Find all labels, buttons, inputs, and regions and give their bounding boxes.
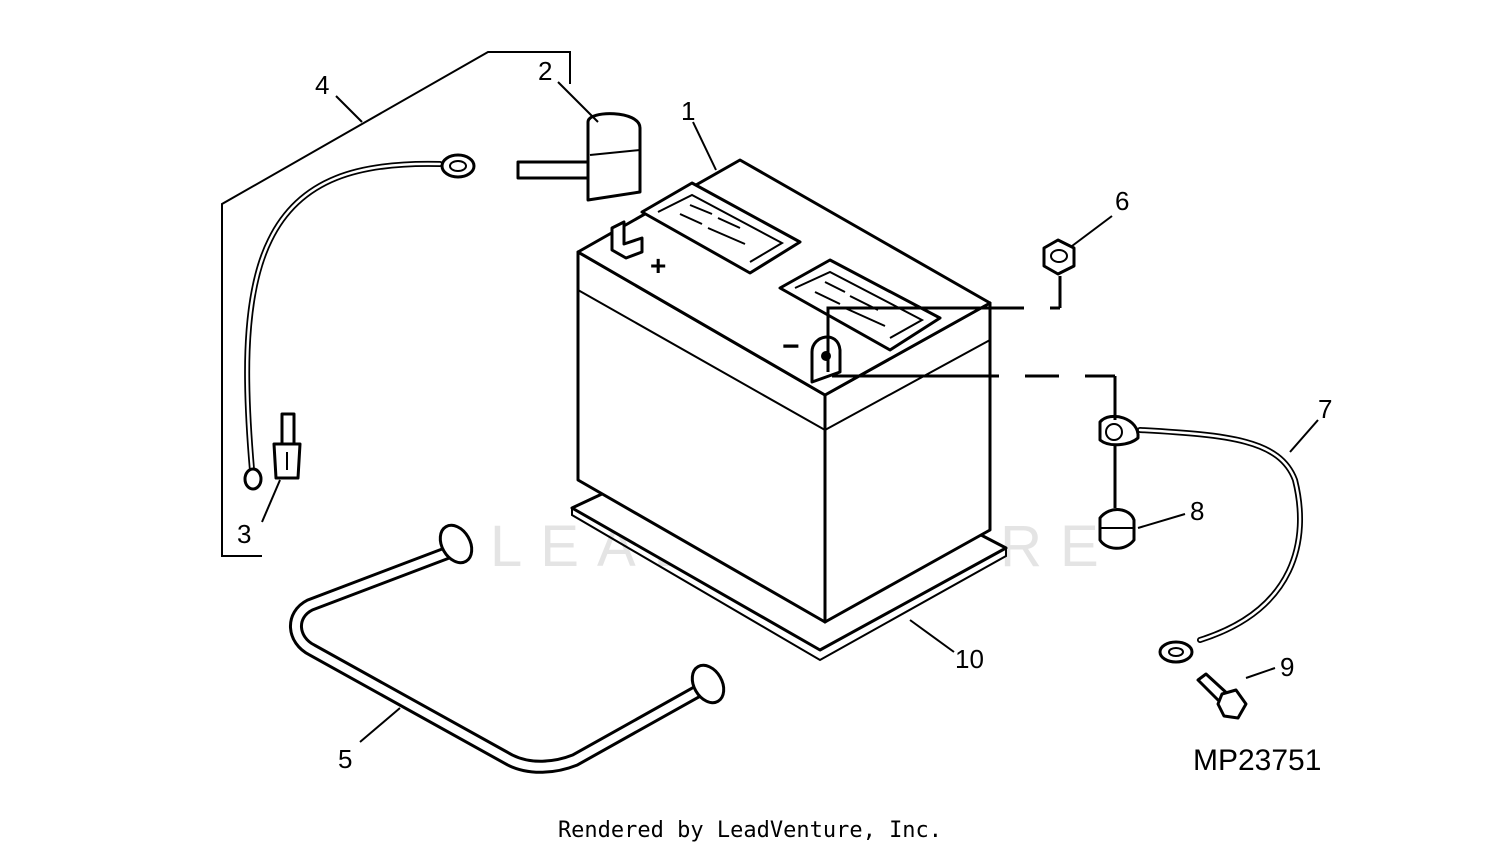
hold-down-rod xyxy=(289,523,726,774)
callout-2: 2 xyxy=(538,56,552,86)
hex-nut xyxy=(1042,238,1076,276)
bolt-9 xyxy=(1196,672,1248,720)
callout-10: 10 xyxy=(955,644,984,674)
positive-ring-terminal xyxy=(440,153,476,179)
positive-mark: + xyxy=(650,250,666,281)
terminal-cover xyxy=(516,112,642,202)
negative-mark: − xyxy=(782,330,800,363)
group-bracket-4 xyxy=(221,51,571,557)
callout-6: 6 xyxy=(1115,186,1129,216)
battery-cap-left xyxy=(640,181,802,275)
callout-5: 5 xyxy=(338,744,352,774)
callout-3: 3 xyxy=(237,519,251,549)
figure-id: MP23751 xyxy=(1193,744,1321,777)
leader-lines xyxy=(261,81,1319,743)
callout-7: 7 xyxy=(1318,394,1332,424)
footer-credit: Rendered by LeadVenture, Inc. xyxy=(557,818,943,843)
positive-terminal xyxy=(610,220,644,260)
cable-connector xyxy=(272,412,302,480)
callout-4: 4 xyxy=(315,70,329,100)
callout-8: 8 xyxy=(1190,496,1204,526)
callout-1: 1 xyxy=(681,96,695,126)
positive-cable xyxy=(243,153,476,491)
callout-9: 9 xyxy=(1280,652,1294,682)
battery-cap-right xyxy=(778,258,942,352)
assembly-lines xyxy=(826,276,1117,508)
bolt-8 xyxy=(1098,508,1136,550)
negative-cable xyxy=(1098,414,1303,664)
battery: + − xyxy=(576,158,992,624)
